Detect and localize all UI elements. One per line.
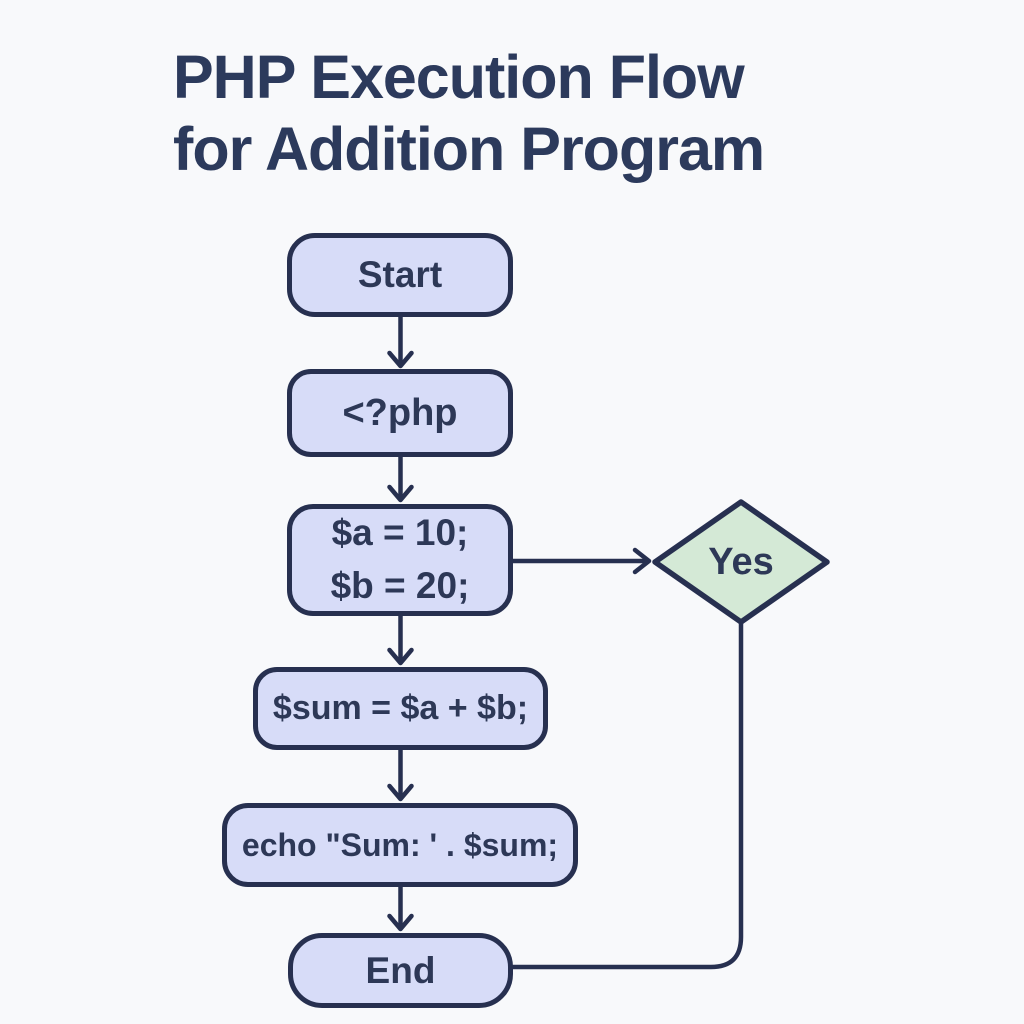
flow-node-assign-label: $a = 10; $b = 20; (330, 512, 470, 606)
arrowhead-icon (387, 484, 414, 503)
flow-node-php-open-label: <?php (342, 391, 458, 434)
arrowhead-icon (387, 783, 414, 802)
flow-node-php-open: <?php (287, 369, 513, 457)
flow-node-decision: Yes (655, 502, 827, 622)
arrowhead-icon (632, 547, 652, 575)
page-title: PHP Execution Flow for Addition Program (173, 43, 765, 183)
flow-node-assign: $a = 10; $b = 20; (287, 504, 513, 616)
flow-node-start-label: Start (357, 254, 443, 295)
arrowhead-icon (387, 350, 414, 369)
arrowhead-icon (387, 647, 414, 666)
flow-node-end: End (288, 933, 513, 1008)
flow-node-sum: $sum = $a + $b; (253, 667, 548, 750)
flow-node-start: Start (287, 233, 513, 317)
flow-node-end-label: End (365, 949, 436, 991)
flow-node-sum-label: $sum = $a + $b; (272, 689, 529, 727)
arrowhead-icon (387, 913, 414, 932)
edge-decision-to-end (510, 619, 744, 970)
flow-node-echo-label: echo "Sum: ' . $sum; (241, 826, 559, 863)
flow-node-echo: echo "Sum: ' . $sum; (222, 803, 578, 887)
flow-node-decision-label: Yes (708, 540, 774, 583)
decision-diamond-shape (652, 499, 830, 625)
